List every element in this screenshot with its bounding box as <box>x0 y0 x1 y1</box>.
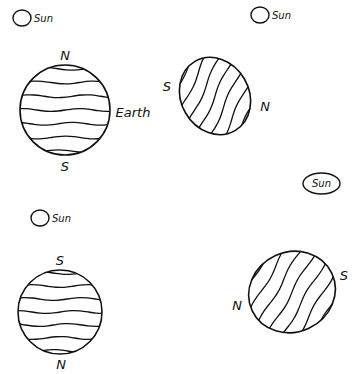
globe-stripe <box>227 70 270 158</box>
globe-stripe <box>215 64 258 152</box>
pole-label: N <box>232 298 242 313</box>
globe-stripe <box>10 81 114 84</box>
sun-label: Sun <box>302 172 341 195</box>
pole-label: S <box>56 253 64 268</box>
globe-stripe <box>8 349 112 352</box>
globe-stripe <box>8 298 112 301</box>
earth-globe <box>131 16 297 181</box>
globe-stripe <box>252 241 307 333</box>
sun-node: Sun <box>302 172 341 195</box>
globe-stripe <box>204 59 247 147</box>
globe-stripe <box>10 136 114 139</box>
globe-stripe <box>10 67 114 70</box>
earth-globe <box>8 270 112 354</box>
pole-label: N <box>56 357 66 372</box>
globe-stripe <box>8 323 112 326</box>
sun-label: Sun <box>272 9 291 22</box>
pole-label: S <box>163 79 171 94</box>
planet-label: Earth <box>116 105 151 120</box>
globe-stripe <box>10 150 114 153</box>
earth-globe <box>10 65 114 155</box>
sun-label: Sun <box>34 12 53 25</box>
pole-label: S <box>61 159 69 174</box>
globe-stripe <box>264 248 318 339</box>
globe-outline <box>235 237 349 347</box>
globe-stripe <box>229 228 283 319</box>
globe-stripe <box>287 261 342 353</box>
globe-stripe <box>10 122 114 125</box>
globe-stripe <box>10 95 114 98</box>
pole-label: N <box>60 48 70 63</box>
earth-globe <box>204 207 353 374</box>
pole-label: N <box>260 99 270 114</box>
globe-stripe <box>275 255 329 346</box>
globe-stripe <box>10 109 114 112</box>
pole-label: S <box>340 268 348 283</box>
sun-node: Sun <box>30 208 73 228</box>
sun-node: Sun <box>12 8 55 28</box>
globe-outline <box>166 44 265 147</box>
sun-node: Sun <box>250 5 293 25</box>
globe-stripe <box>299 268 353 360</box>
globe-stripe <box>8 311 112 314</box>
globe-stripe <box>8 337 112 340</box>
globe-stripe <box>8 272 112 275</box>
globe-stripe <box>240 234 295 326</box>
sun-label: Sun <box>52 212 71 225</box>
globe-stripe <box>8 285 112 288</box>
globe-stripe <box>170 43 213 131</box>
